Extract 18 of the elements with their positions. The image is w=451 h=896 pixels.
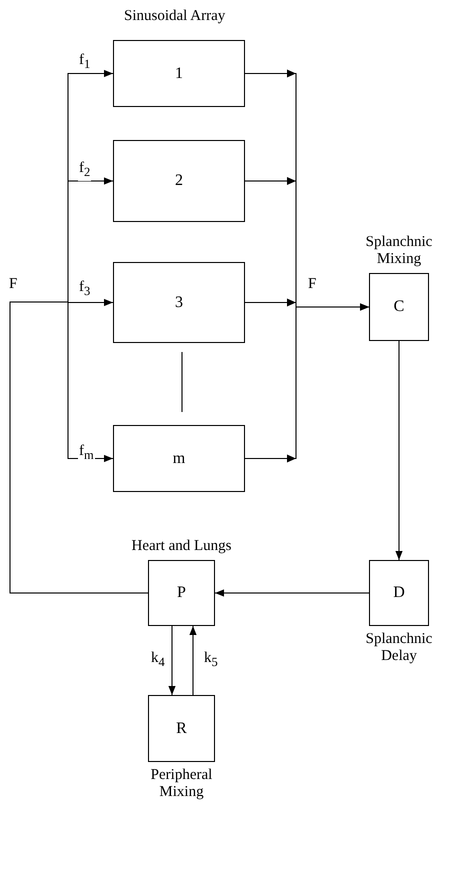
box-label: C [394, 298, 404, 316]
box-label: 1 [175, 64, 183, 82]
edge-label: f$_{2}$ [78, 160, 92, 181]
box-label: m [172, 450, 186, 468]
process-box [113, 425, 245, 492]
box-label: R [176, 720, 187, 738]
process-box [113, 40, 245, 107]
node-heading: Splanchnic Delay [364, 631, 434, 665]
array-heading: Sinusoidal Array [123, 8, 226, 25]
process-box [113, 140, 245, 222]
box-label: 2 [175, 172, 183, 190]
box-label: 3 [175, 294, 183, 312]
node-heading: Splanchnic Mixing [364, 234, 434, 268]
box-label: D [393, 584, 405, 602]
node-heading: Heart and Lungs [130, 538, 232, 555]
box-label: P [177, 584, 186, 602]
process-box [113, 262, 245, 343]
node-heading: Peripheral Mixing [150, 767, 214, 801]
